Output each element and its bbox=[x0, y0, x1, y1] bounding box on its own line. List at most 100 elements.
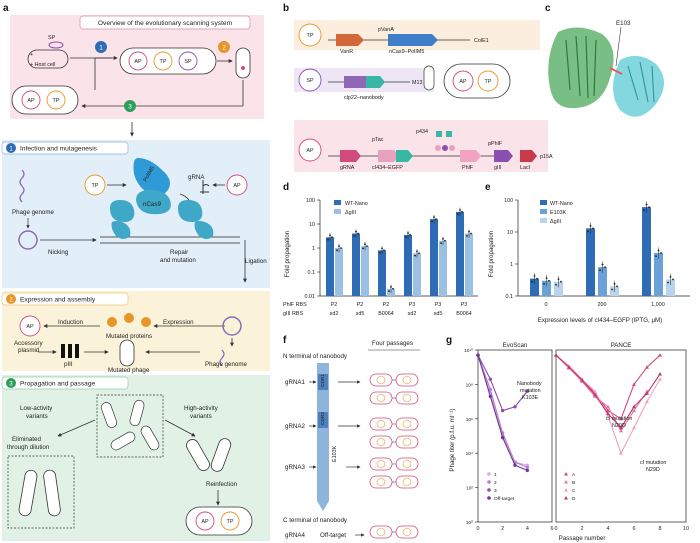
d-xlabel-top: P2 bbox=[331, 302, 338, 308]
section-3-badge bbox=[6, 378, 16, 388]
g-pance-point bbox=[632, 382, 636, 386]
ncas9-complex-right bbox=[178, 200, 203, 222]
panel-letter-g: g bbox=[446, 335, 452, 346]
e-replicate-dot bbox=[611, 288, 613, 291]
g-pance-point bbox=[580, 378, 584, 382]
g-right-legend-marker bbox=[564, 480, 568, 484]
d-replicate-dot bbox=[416, 250, 418, 253]
ncas9-polim5-label: nCas9–PolIM5 bbox=[389, 49, 424, 55]
d-replicate-dot bbox=[459, 209, 461, 211]
g-pance-point bbox=[645, 365, 649, 369]
laci-gene bbox=[520, 150, 537, 162]
e-replicate-dot bbox=[655, 255, 657, 258]
d-replicate-dot bbox=[414, 254, 416, 257]
clp22-label: clp22–nanobody bbox=[344, 95, 384, 101]
egfp-gene bbox=[396, 150, 413, 162]
giii-label: gIII bbox=[494, 165, 502, 171]
d-replicate-dot bbox=[433, 216, 435, 219]
e103k-label: E103K bbox=[332, 445, 338, 462]
e-replicate-dot bbox=[589, 224, 592, 227]
d-replicate-dot bbox=[442, 237, 444, 240]
ncas9-polim5-gene bbox=[388, 34, 438, 46]
mutated-protein-1 bbox=[107, 317, 117, 327]
g-right-xtick: 8 bbox=[659, 526, 662, 532]
n-terminal-label: N terminal of nanobody bbox=[283, 353, 348, 360]
e-replicate-dot bbox=[672, 278, 674, 281]
d-xlabel-top: P2 bbox=[357, 302, 364, 308]
d-xlabel-top: P3 bbox=[461, 302, 468, 308]
ap-plasmid-4 bbox=[19, 315, 41, 337]
g-xlabel: Passage number bbox=[559, 535, 606, 542]
g-right-title: PANCE bbox=[611, 342, 632, 349]
g-right-legend-label: C bbox=[572, 488, 576, 494]
ap-label-b2: AP bbox=[306, 148, 314, 154]
cdr1-region bbox=[318, 374, 328, 390]
g-left-frame bbox=[477, 349, 553, 523]
g-evoscan-point bbox=[525, 468, 530, 473]
passage-cell-plasmid bbox=[376, 528, 386, 536]
low-activity-label: Low-activity bbox=[20, 405, 53, 412]
d-replicate-dot bbox=[340, 247, 342, 249]
g-right-legend-label: A bbox=[572, 472, 576, 478]
g-pance-point bbox=[658, 372, 662, 376]
d-row1-label: PhlF RBS bbox=[283, 302, 307, 308]
g-ytick-label: 10⁶ bbox=[466, 417, 473, 423]
g-right-xtick: 6 bbox=[633, 526, 636, 532]
g-right-xtick: 10 bbox=[683, 526, 689, 532]
polim5-protein-icon bbox=[133, 158, 170, 197]
d-bar bbox=[326, 237, 334, 296]
laci-label: LacI bbox=[520, 165, 530, 171]
grna2-label: gRNA2 bbox=[285, 423, 306, 430]
low-variants-label: variants bbox=[26, 413, 48, 420]
d-replicate-dot bbox=[392, 287, 394, 290]
tp-plasmid-5 bbox=[220, 511, 240, 531]
mutated-phage-label: Mutated phage bbox=[108, 367, 150, 374]
d-replicate-dot bbox=[466, 234, 468, 237]
d-bar bbox=[335, 248, 343, 296]
section-3-title: Propagation and passage bbox=[20, 381, 95, 388]
ncas9-nicking-icon bbox=[111, 221, 131, 239]
e-replicate-dot bbox=[545, 277, 548, 280]
mutated-protein-3 bbox=[141, 317, 151, 327]
tp-label-3: TP bbox=[92, 183, 99, 189]
vanr-gene bbox=[336, 34, 364, 46]
ap-label-4: AP bbox=[26, 324, 34, 330]
d-replicate-dot bbox=[355, 230, 357, 233]
ptac-label: pTac bbox=[372, 137, 384, 143]
d-row2-label: gIII RBS bbox=[283, 311, 303, 317]
passage-cell-plasmid bbox=[376, 460, 386, 468]
g-pance-point bbox=[632, 425, 636, 430]
g-ytick-label: 10¹⁰ bbox=[464, 348, 473, 354]
d-legend-wt: WT-Nano bbox=[345, 201, 368, 207]
g-right-legend-label: B bbox=[572, 480, 575, 486]
d-replicate-dot bbox=[336, 249, 338, 252]
g-pance-point bbox=[645, 391, 649, 395]
g-evoscan-point bbox=[488, 387, 493, 392]
e-replicate-dot bbox=[587, 230, 589, 233]
d-legend-dgiii: ΔgIII bbox=[345, 210, 356, 216]
ap-label: AP bbox=[134, 59, 142, 65]
phage-genome-ssdna-icon bbox=[19, 169, 25, 203]
g-evoscan-point bbox=[488, 394, 493, 399]
pvana-label: pVanA bbox=[378, 27, 394, 33]
d-replicate-dot bbox=[405, 236, 407, 239]
d-bar bbox=[378, 250, 386, 296]
cdr1-label: CDR1 bbox=[320, 374, 326, 387]
pphlf-label: pPhlF bbox=[488, 141, 503, 147]
d-replicate-dot bbox=[381, 247, 383, 250]
g-ann1-line3: K103E bbox=[522, 395, 539, 401]
phlf-label: PhlF bbox=[462, 165, 474, 171]
e-replicate-dot bbox=[533, 275, 536, 277]
host-cell-icon bbox=[27, 49, 69, 69]
ap-label-5: AP bbox=[201, 519, 209, 525]
d-bar bbox=[465, 233, 473, 296]
e-bar bbox=[642, 207, 651, 296]
nanobody-gene-arrowhead bbox=[317, 501, 329, 511]
g-pance-point bbox=[619, 425, 623, 430]
d-ytick-label: 10 bbox=[309, 222, 315, 228]
e-ytick-label: 10 bbox=[507, 230, 513, 236]
d-replicate-dot bbox=[338, 245, 340, 247]
d-xlabel-top: P2 bbox=[383, 302, 390, 308]
nicking-label: Nicking bbox=[48, 249, 69, 256]
p15a-label: p15A bbox=[540, 154, 553, 160]
